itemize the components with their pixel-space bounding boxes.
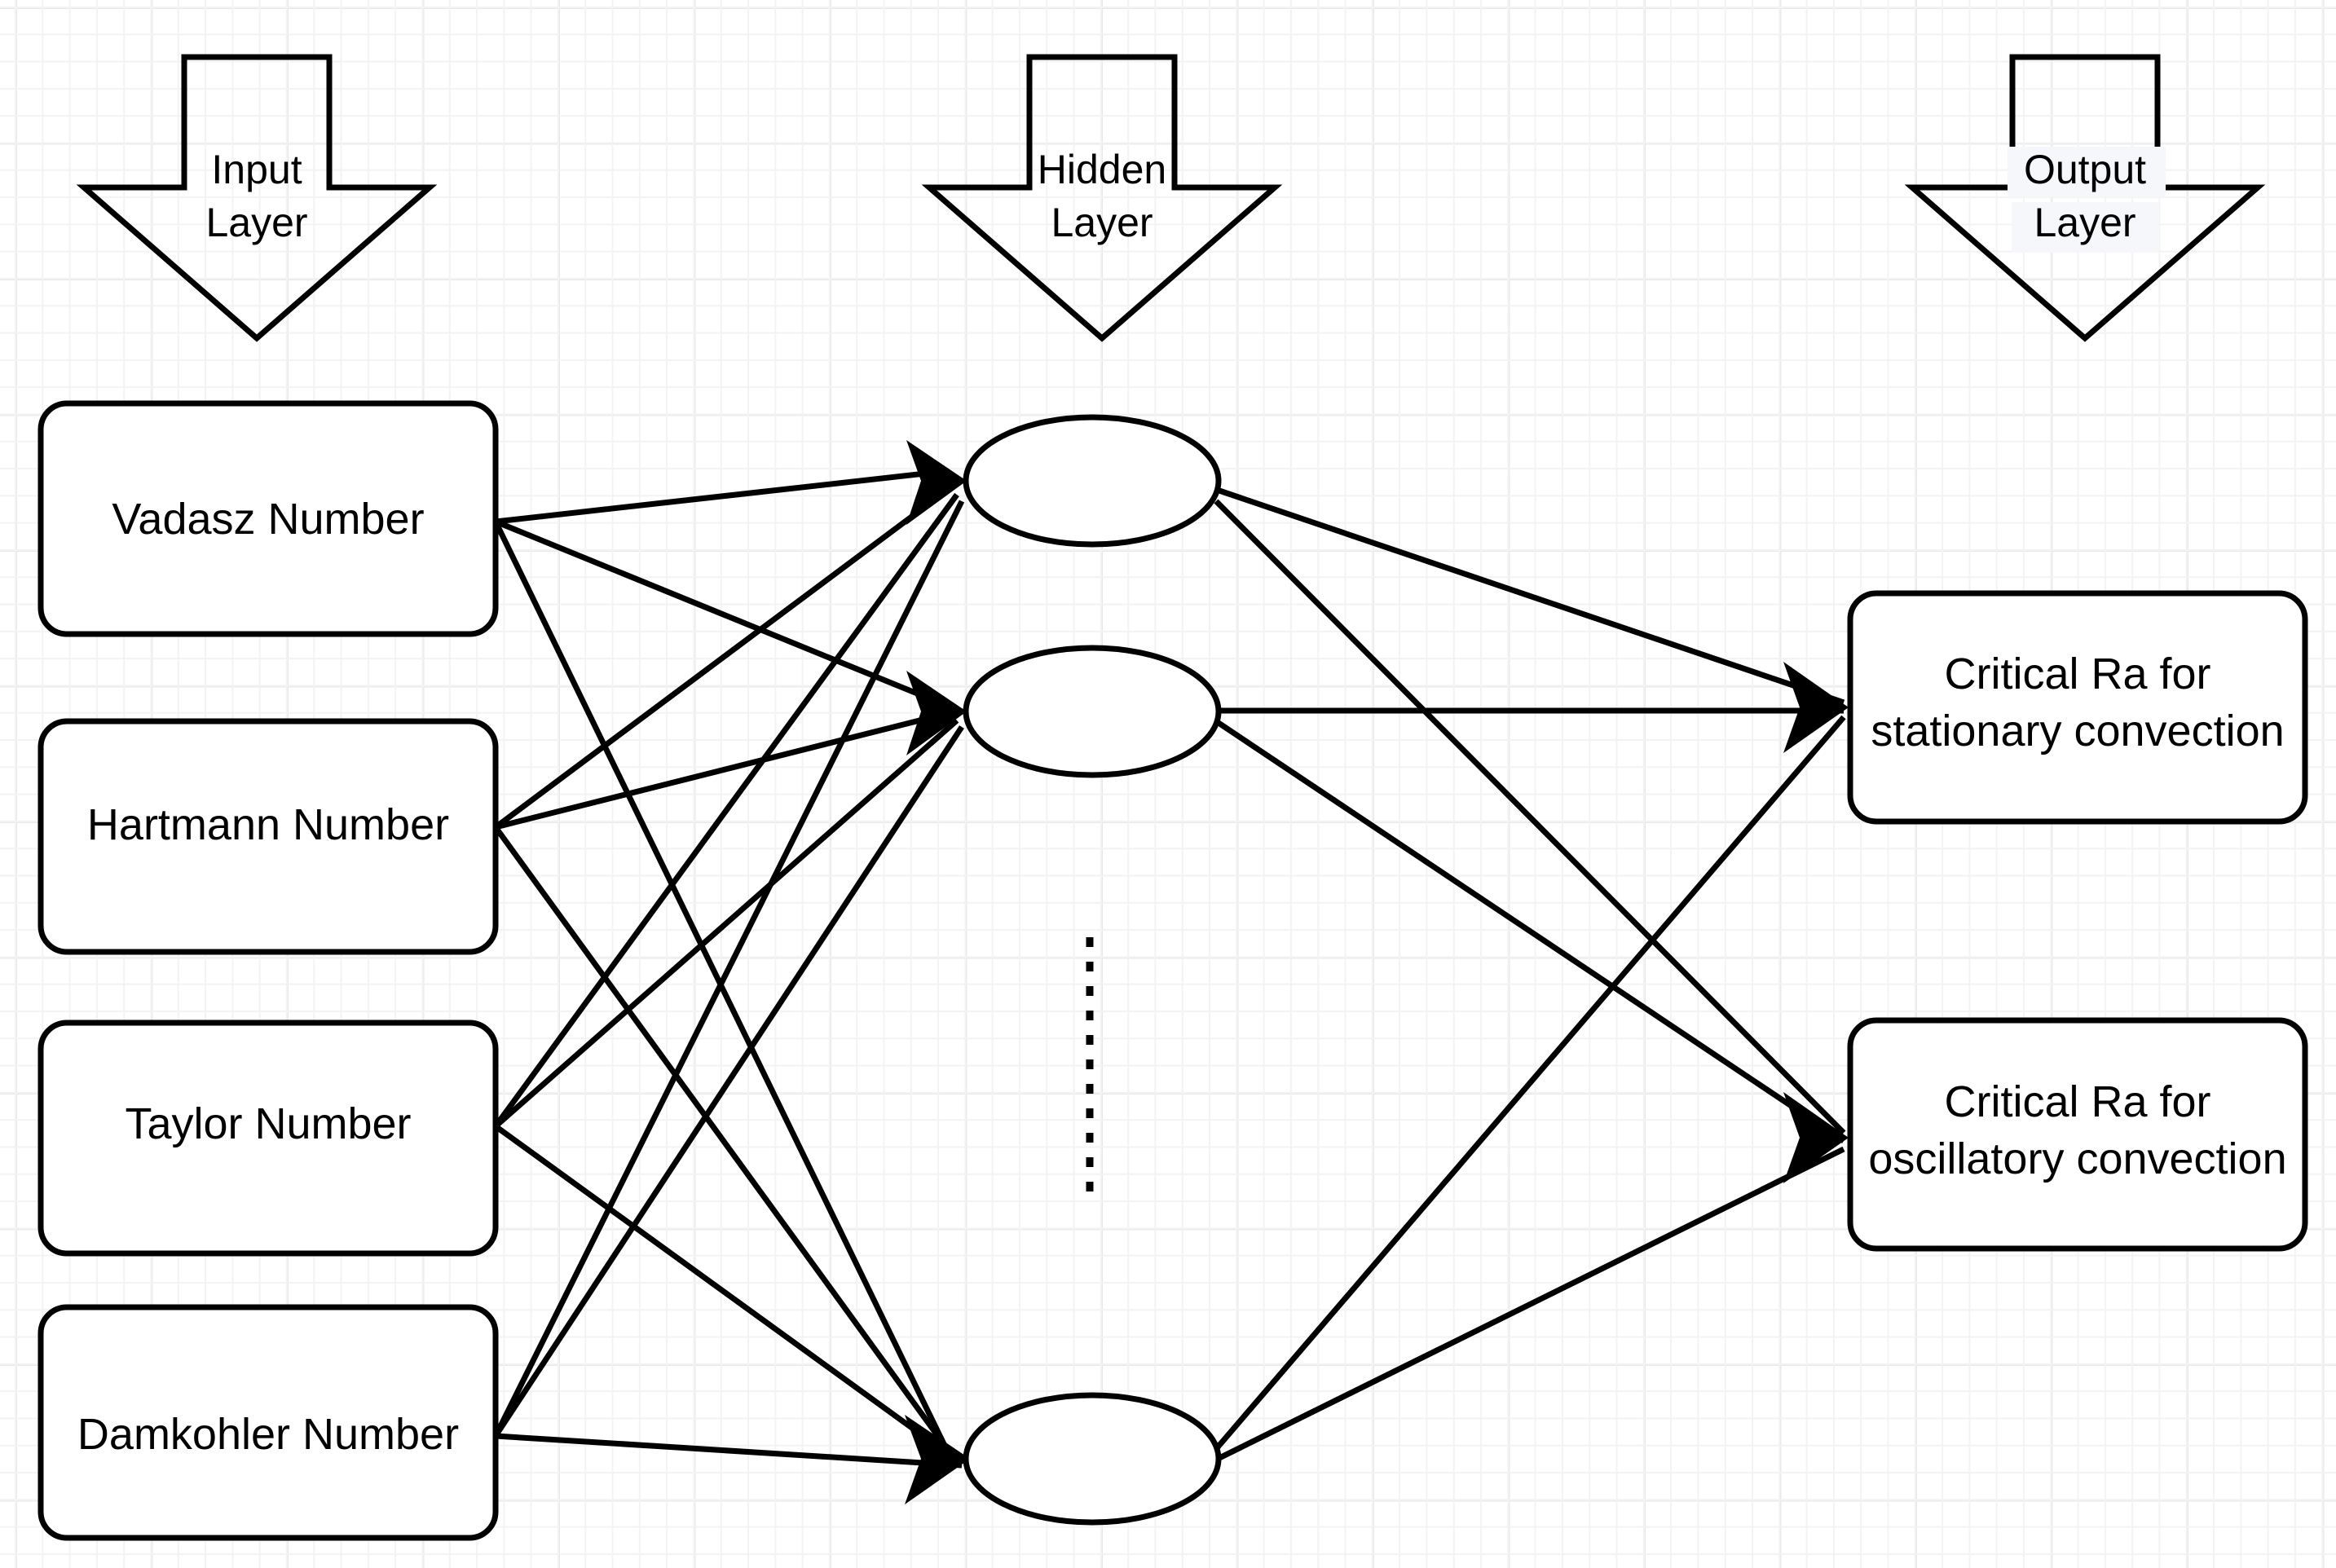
edge-in4-hn bbox=[495, 1433, 963, 1469]
output-node-box[interactable] bbox=[1847, 1017, 2308, 1252]
layer-marker-hidden: Hidden Layer bbox=[921, 54, 1283, 342]
output-node-oscillatory[interactable]: Critical Ra for oscillatory convection bbox=[1847, 1017, 2308, 1252]
input-node-vadasz[interactable]: Vadasz Number bbox=[37, 400, 499, 637]
input-node-box[interactable] bbox=[37, 1020, 499, 1257]
input-node-box[interactable] bbox=[37, 718, 499, 955]
output-node-oscillatory-line1: Critical Ra for bbox=[1944, 1077, 2210, 1126]
layer-marker-hidden-line2: Layer bbox=[1051, 200, 1153, 245]
edge-in2-h1 bbox=[493, 484, 954, 830]
output-node-box[interactable] bbox=[1847, 590, 2308, 825]
output-node-stationary[interactable]: Critical Ra for stationary convection bbox=[1847, 590, 2308, 825]
input-node-vadasz-label: Vadasz Number bbox=[112, 495, 424, 544]
input-node-damkohler[interactable]: Damkohler Number bbox=[37, 1304, 499, 1541]
edge-in2-h2 bbox=[495, 709, 953, 830]
output-node-stationary-line2: stationary convection bbox=[1871, 707, 2284, 755]
input-node-taylor-label: Taylor Number bbox=[125, 1099, 411, 1148]
edge-in3-h1 bbox=[493, 492, 959, 1129]
edge-in1-h2 bbox=[494, 518, 949, 709]
edge-h2-out2 bbox=[1214, 719, 1845, 1143]
output-node-stationary-line1: Critical Ra for bbox=[1944, 650, 2210, 698]
layer-marker-output-line2: Layer bbox=[2034, 200, 2135, 245]
layer-marker-output-line1: Output bbox=[2024, 147, 2146, 192]
edge-in4-h2 bbox=[493, 725, 964, 1438]
down-arrow-icon bbox=[921, 54, 1283, 342]
arrowhead-icon bbox=[906, 671, 967, 755]
layer-marker-input: Input Layer bbox=[76, 54, 438, 342]
arrowheads-hidden bbox=[905, 440, 970, 1504]
edge-in4-h1 bbox=[492, 500, 965, 1438]
layer-marker-input-line1: Input bbox=[211, 147, 302, 192]
edge-hn-out1 bbox=[1214, 715, 1846, 1451]
input-node-hartmann[interactable]: Hartmann Number bbox=[37, 718, 499, 955]
hidden-node-n[interactable] bbox=[963, 1392, 1222, 1526]
arrowheads-output bbox=[1783, 662, 1849, 1183]
input-node-box[interactable] bbox=[37, 400, 499, 637]
input-node-box[interactable] bbox=[37, 1304, 499, 1541]
input-node-taylor[interactable]: Taylor Number bbox=[37, 1020, 499, 1257]
edges-input-to-hidden bbox=[492, 468, 965, 1469]
label-highlight bbox=[2012, 202, 2158, 253]
edge-in3-h2 bbox=[493, 718, 959, 1129]
arrowhead-icon bbox=[1783, 662, 1849, 753]
layer-marker-input-line2: Layer bbox=[205, 200, 307, 245]
layer-marker-output: Output Layer bbox=[1904, 54, 2266, 342]
hidden-neuron-ellipse[interactable] bbox=[963, 645, 1222, 778]
input-node-damkohler-label: Damkohler Number bbox=[77, 1410, 459, 1459]
layer-marker-hidden-line1: Hidden bbox=[1038, 147, 1166, 192]
edge-hn-out2 bbox=[1216, 1146, 1845, 1462]
hidden-neuron-ellipse[interactable] bbox=[963, 1392, 1222, 1526]
edges-hidden-to-output bbox=[1213, 486, 1846, 1462]
hidden-neuron-ellipse[interactable] bbox=[963, 414, 1222, 548]
edge-in3-hn bbox=[493, 1124, 959, 1463]
edge-in1-h1 bbox=[495, 468, 948, 525]
edge-h1-out1 bbox=[1213, 486, 1845, 706]
input-node-hartmann-label: Hartmann Number bbox=[87, 800, 449, 849]
label-highlight bbox=[2008, 147, 2166, 197]
down-arrow-icon bbox=[1904, 54, 2266, 342]
edge-h1-out2 bbox=[1214, 499, 1846, 1135]
edge-in2-hn bbox=[493, 825, 954, 1458]
hidden-node-1[interactable] bbox=[963, 414, 1222, 548]
arrowhead-icon bbox=[1783, 1092, 1849, 1183]
output-node-oscillatory-line2: oscillatory convection bbox=[1868, 1134, 2286, 1183]
arrowhead-icon bbox=[905, 1415, 970, 1504]
down-arrow-icon bbox=[76, 54, 438, 342]
arrowhead-icon bbox=[906, 440, 967, 525]
hidden-node-2[interactable] bbox=[963, 645, 1222, 778]
